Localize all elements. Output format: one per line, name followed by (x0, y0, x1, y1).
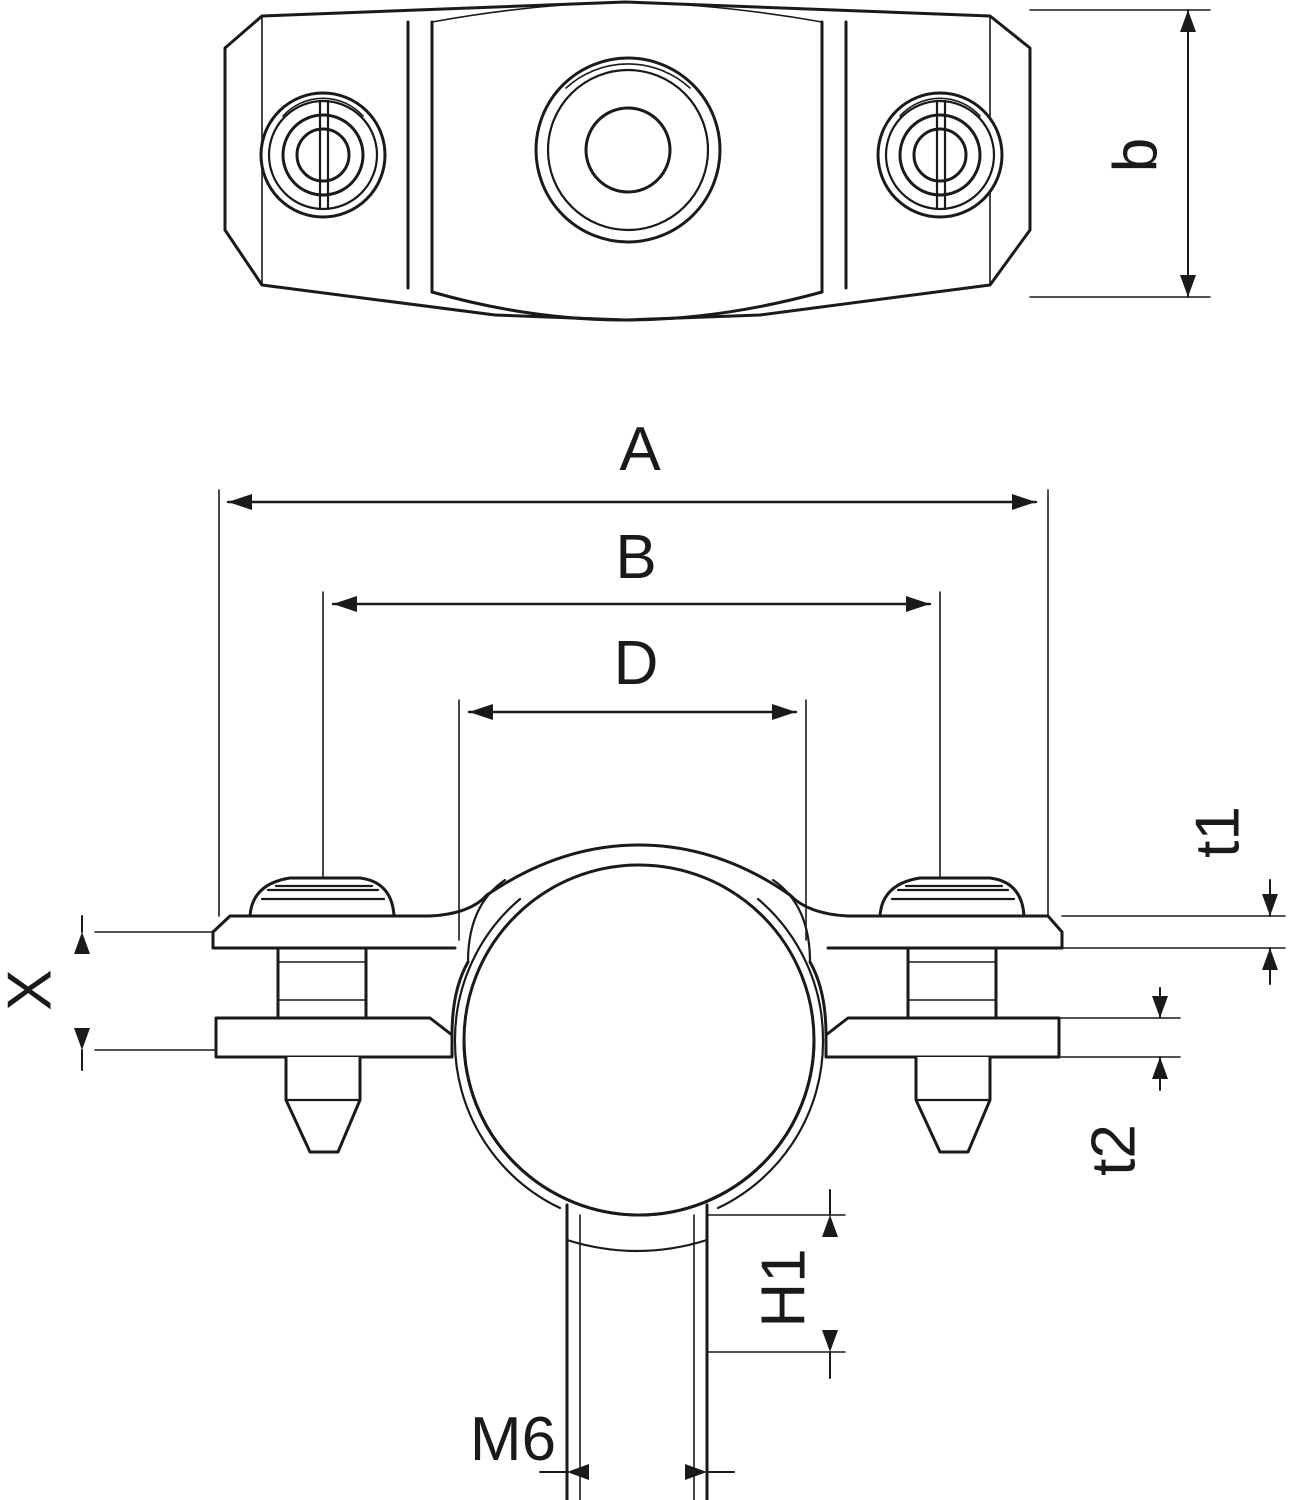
top-view-left-bolt (259, 91, 387, 219)
dimension-label-H1: H1 (749, 1248, 818, 1327)
dimension-t1 (1061, 879, 1286, 985)
dimension-X (74, 915, 217, 1071)
front-view-bottom-stud (565, 1203, 709, 1500)
dimension-label-X: X (0, 969, 64, 1010)
dimension-label-b: b (1101, 138, 1170, 172)
dimension-H1 (706, 1189, 846, 1379)
dimension-label-A: A (619, 415, 661, 484)
dimension-b (1029, 9, 1211, 298)
dimension-t2 (1058, 987, 1181, 1091)
dimension-A (218, 489, 1049, 917)
top-view-center-hole (534, 56, 722, 244)
dimension-M6 (539, 1419, 735, 1493)
dimension-B (322, 591, 941, 879)
dimension-label-M6: M6 (470, 1405, 556, 1474)
front-view-left-screw (248, 876, 396, 1154)
dimension-D (458, 699, 807, 941)
front-view-right-screw (878, 876, 1026, 1154)
front-view-pipe-circle (453, 843, 825, 1217)
front-view-clamp-body (211, 893, 1064, 1059)
dimension-label-D: D (614, 629, 659, 698)
dimension-label-t2: t2 (1079, 1124, 1148, 1176)
top-view-right-bolt (876, 91, 1004, 219)
dimension-label-t1: t1 (1183, 806, 1252, 858)
dimension-label-B: B (615, 523, 656, 592)
